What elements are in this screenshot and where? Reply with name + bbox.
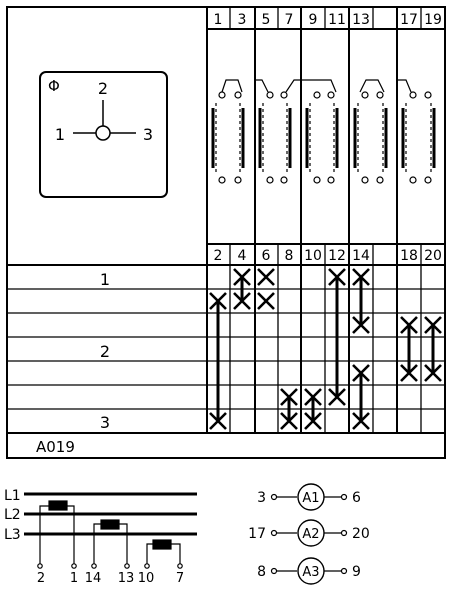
terminal-top-1: 1 bbox=[214, 12, 223, 28]
outer-frame bbox=[6, 6, 446, 459]
selector-pointer bbox=[73, 100, 136, 141]
switch-mark-3 bbox=[257, 292, 275, 310]
terminal-labels-top: 1 3 5 7 9 11 13 17 19 bbox=[214, 12, 442, 28]
ammeter-a1-left-terminal: 3 bbox=[257, 490, 266, 506]
current-transformer-3 bbox=[144, 539, 183, 569]
switch-mark-15 bbox=[280, 388, 298, 406]
ammeter-connections: 3 A1 6 17 A2 20 8 A3 9 bbox=[248, 483, 370, 585]
switch-mark-1 bbox=[233, 292, 251, 310]
contact-elements bbox=[211, 79, 436, 184]
ammeter-a2-left-terminal: 17 bbox=[248, 526, 266, 542]
terminal-bottom-12: 12 bbox=[328, 248, 346, 264]
table-row-lines bbox=[7, 288, 445, 410]
switch-mark-17 bbox=[304, 388, 322, 406]
table-position-1: 1 bbox=[100, 270, 110, 289]
contact-block-5 bbox=[398, 79, 436, 184]
switch-mark-2 bbox=[257, 268, 275, 286]
switch-mark-10 bbox=[400, 364, 418, 382]
contact-block-3 bbox=[285, 79, 339, 184]
terminal-top-11: 11 bbox=[328, 12, 346, 28]
switch-mark-11 bbox=[424, 316, 442, 334]
wiring-terminal-7: 7 bbox=[176, 571, 184, 586]
switch-mark-14 bbox=[328, 388, 346, 406]
switch-mark-5 bbox=[209, 412, 227, 430]
switch-mark-13 bbox=[352, 364, 370, 382]
line-label-l2: L2 bbox=[4, 507, 21, 523]
ammeter-a3-left-terminal: 8 bbox=[257, 564, 266, 580]
ammeter-a2-right-terminal: 20 bbox=[352, 526, 370, 542]
switch-mark-4 bbox=[209, 292, 227, 310]
switch-mark-0 bbox=[233, 268, 251, 286]
switch-symbol-box bbox=[39, 71, 168, 198]
contact-block-1 bbox=[211, 79, 245, 184]
switch-mark-7 bbox=[352, 268, 370, 286]
terminal-top-17: 17 bbox=[400, 12, 418, 28]
ammeter-a3-right-terminal: 9 bbox=[352, 564, 361, 580]
terminal-top-19: 19 bbox=[424, 12, 442, 28]
terminal-top-7: 7 bbox=[285, 12, 294, 28]
terminal-labels-bottom: 2 4 6 8 10 12 14 18 20 bbox=[214, 248, 442, 264]
wiring-terminal-labels: 2 1 14 13 10 7 bbox=[37, 571, 184, 586]
current-transformer-1 bbox=[37, 500, 77, 569]
terminal-cell-dividers bbox=[229, 7, 422, 433]
terminal-bottom-10: 10 bbox=[304, 248, 322, 264]
switch-mark-9 bbox=[400, 316, 418, 334]
position-2-label: 2 bbox=[98, 79, 108, 98]
terminal-bottom-18: 18 bbox=[400, 248, 418, 264]
terminal-top-3: 3 bbox=[238, 12, 247, 28]
current-transformer-2 bbox=[91, 519, 130, 569]
wiring-terminal-10: 10 bbox=[138, 571, 155, 586]
switch-mark-12 bbox=[424, 364, 442, 382]
ammeter-a2: 17 A2 20 bbox=[248, 519, 370, 547]
terminal-bottom-2: 2 bbox=[214, 248, 223, 264]
ammeter-a2-label: A2 bbox=[302, 527, 319, 542]
wiring-diagram: L1 L2 L3 2 1 14 bbox=[4, 488, 197, 586]
position-3-label: 3 bbox=[143, 125, 153, 144]
switch-mark-6 bbox=[328, 268, 346, 286]
table-position-3: 3 bbox=[100, 413, 110, 432]
terminal-bottom-8: 8 bbox=[285, 248, 294, 264]
terminal-top-9: 9 bbox=[309, 12, 318, 28]
ammeter-a1-label: A1 bbox=[302, 491, 319, 506]
switching-marks bbox=[209, 268, 442, 430]
selector-hub bbox=[95, 125, 111, 141]
wiring-terminal-1: 1 bbox=[70, 571, 78, 586]
wiring-terminal-2: 2 bbox=[37, 571, 45, 586]
switch-mark-19 bbox=[352, 412, 370, 430]
ammeter-a3: 8 A3 9 bbox=[257, 557, 361, 585]
switch-mark-8 bbox=[352, 316, 370, 334]
line-label-l3: L3 bbox=[4, 527, 21, 543]
contact-block-4 bbox=[353, 79, 388, 184]
contact-block-2 bbox=[256, 79, 292, 184]
switch-mark-18 bbox=[304, 412, 322, 430]
table-position-2: 2 bbox=[100, 342, 110, 361]
block-separators bbox=[254, 7, 398, 433]
terminal-bottom-20: 20 bbox=[424, 248, 442, 264]
ammeter-a3-label: A3 bbox=[302, 565, 319, 580]
switch-mark-16 bbox=[280, 412, 298, 430]
line-label-l1: L1 bbox=[4, 488, 21, 504]
phi-symbol: Φ bbox=[48, 77, 60, 95]
terminal-top-5: 5 bbox=[262, 12, 271, 28]
terminal-top-13: 13 bbox=[352, 12, 370, 28]
ammeter-a1-right-terminal: 6 bbox=[352, 490, 361, 506]
terminal-bottom-4: 4 bbox=[238, 248, 247, 264]
ammeter-a1: 3 A1 6 bbox=[257, 483, 361, 511]
position-1-label: 1 bbox=[55, 125, 65, 144]
wiring-terminal-13: 13 bbox=[118, 571, 135, 586]
terminal-bottom-14: 14 bbox=[352, 248, 370, 264]
terminal-bottom-6: 6 bbox=[262, 248, 271, 264]
article-code: A019 bbox=[36, 438, 75, 456]
wiring-terminal-14: 14 bbox=[85, 571, 102, 586]
